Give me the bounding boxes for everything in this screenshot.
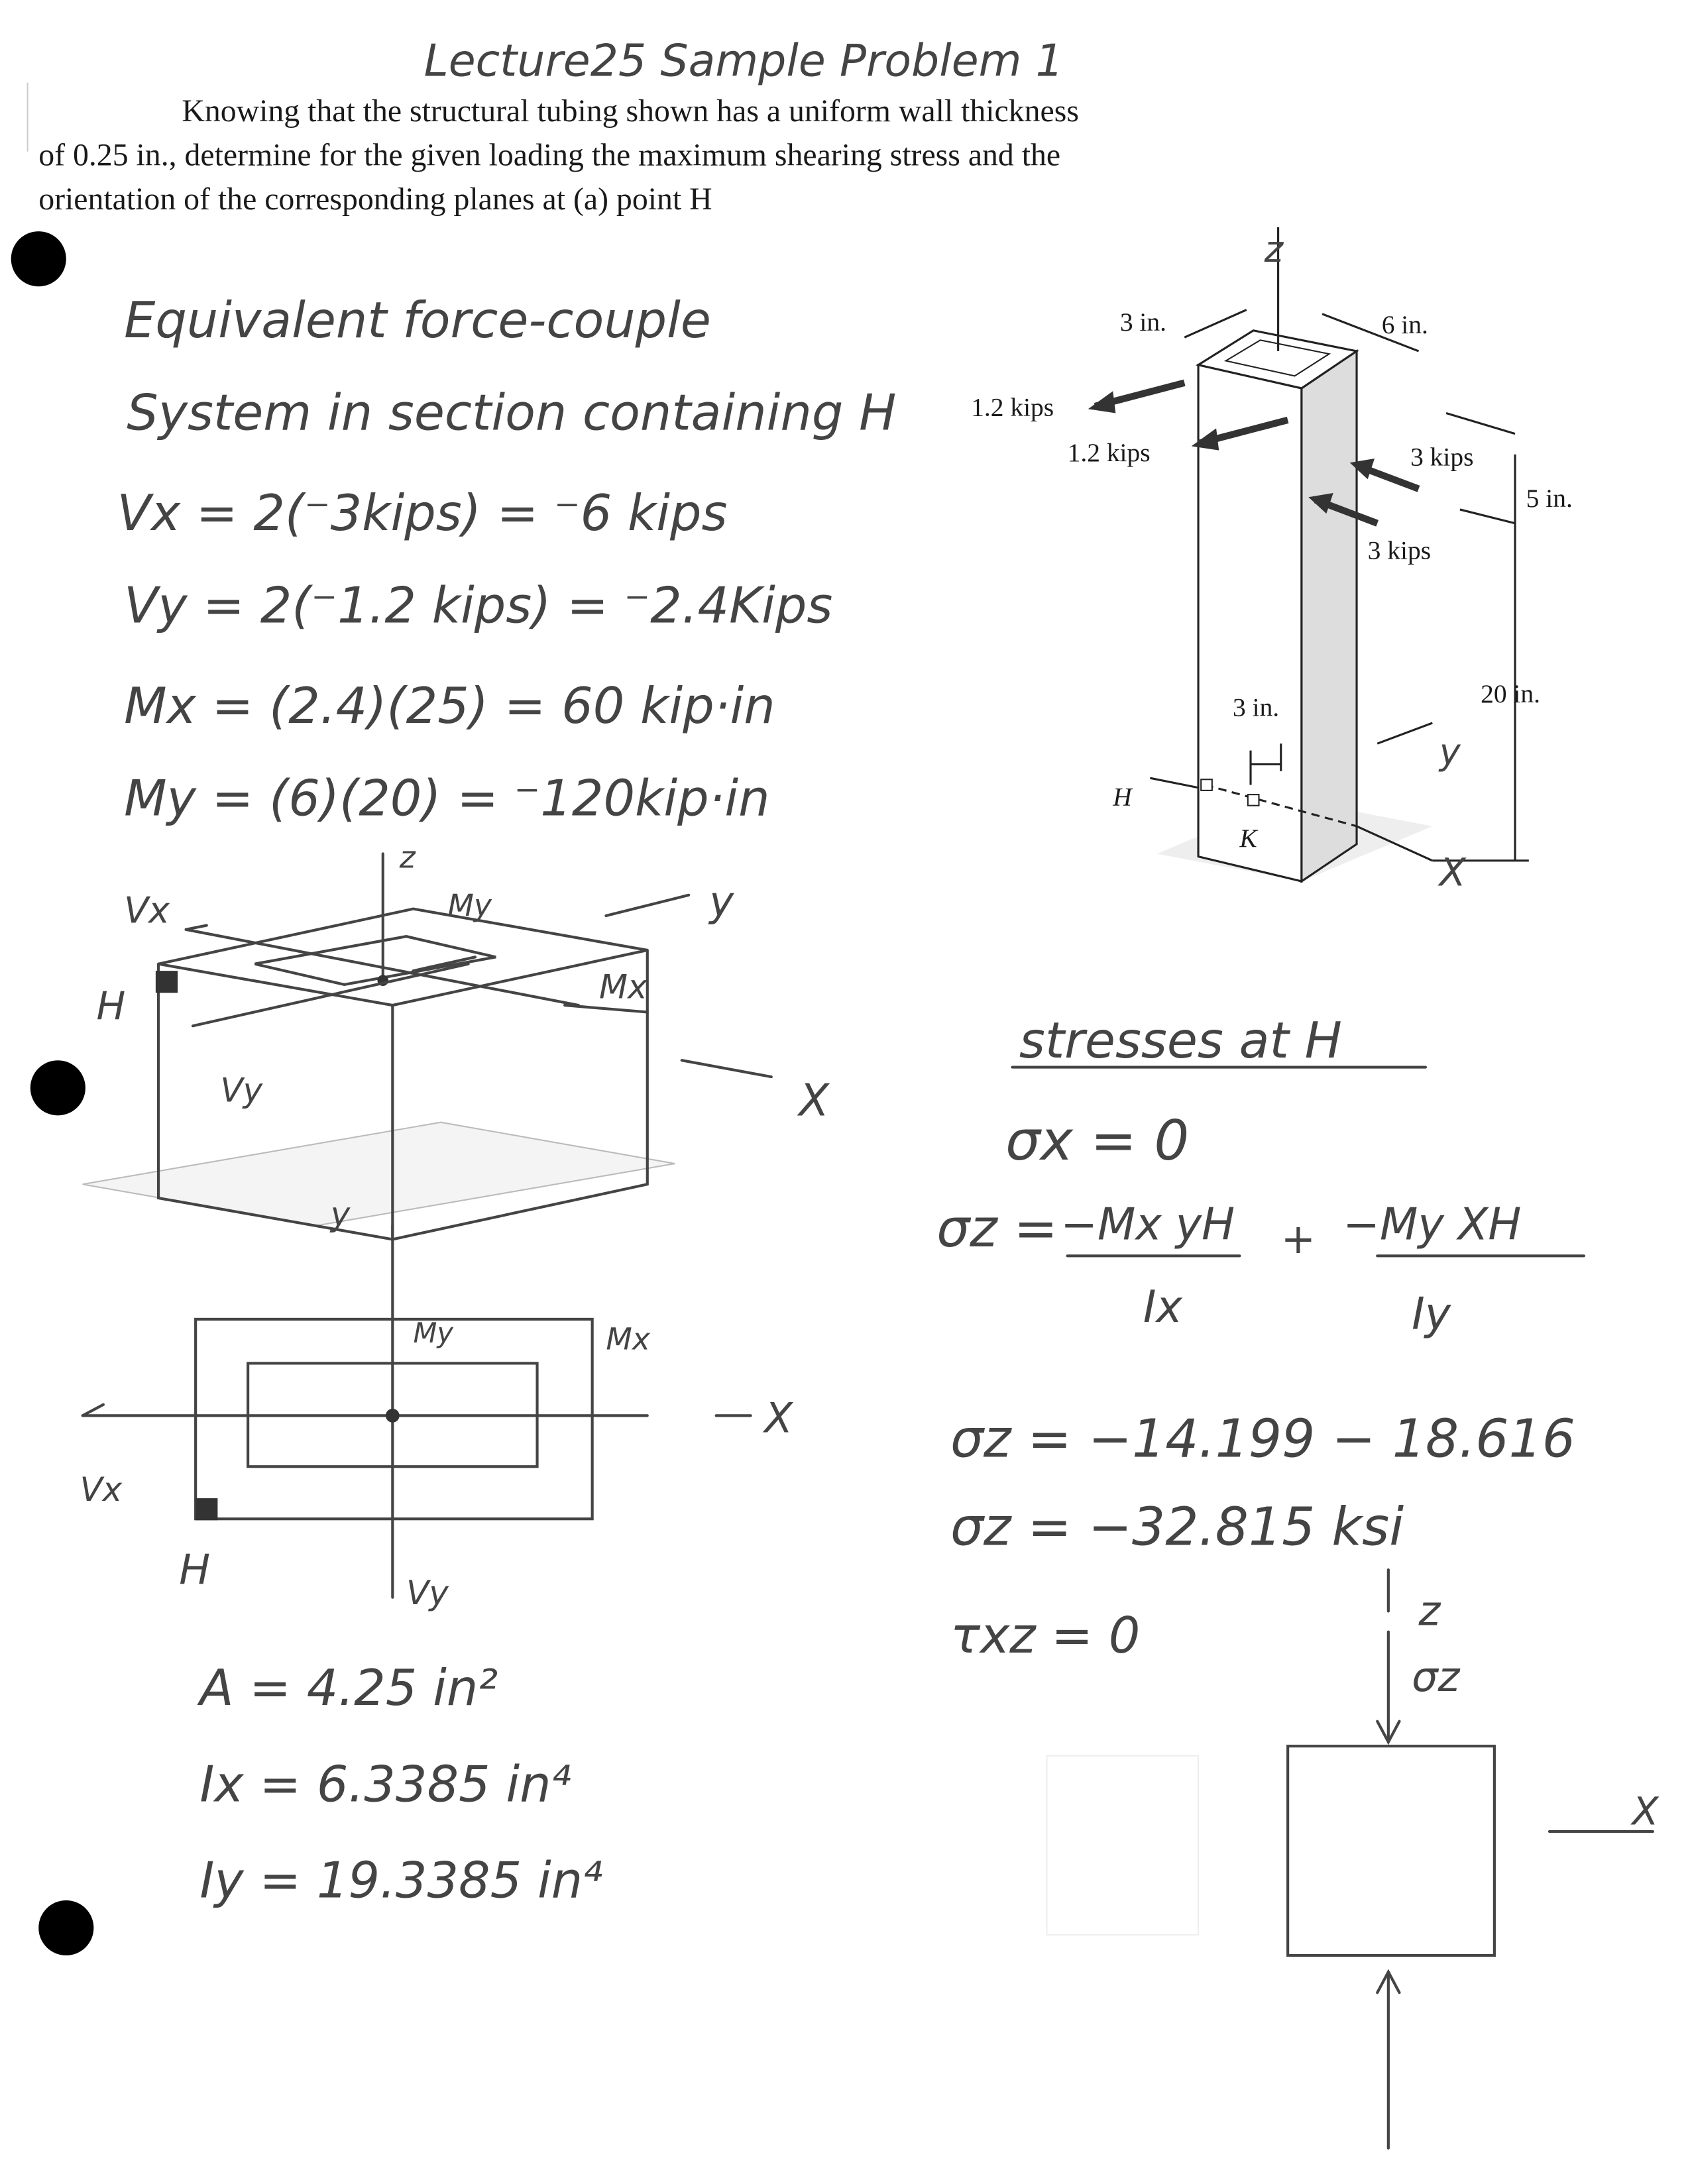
- equation-vx: Vx = 2(⁻3kips) = ⁻6 kips: [117, 484, 728, 542]
- block-label-mx: Mx: [599, 968, 648, 1007]
- section-label-x: X: [762, 1393, 793, 1442]
- sigma-x-equation: σx = 0: [1005, 1109, 1189, 1173]
- problem-line-3: orientation of the corresponding planes …: [38, 182, 712, 217]
- axis-x: X: [1437, 849, 1467, 895]
- page-title: Lecture25 Sample Problem 1: [424, 34, 1064, 86]
- equation-my: My = (6)(20) = ⁻120kip·in: [124, 769, 770, 827]
- block-label-h: H: [97, 983, 126, 1028]
- cross-section-sketch: y My Mx X Vx H Vy: [80, 1195, 794, 1613]
- property-area: A = 4.25 in²: [197, 1659, 498, 1717]
- element-sigma-z: σz: [1412, 1653, 1461, 1701]
- block-label-vy: Vy: [221, 1071, 264, 1110]
- punch-hole: [30, 1060, 85, 1116]
- point-h-label: H: [1112, 783, 1133, 812]
- section-label-h: H: [179, 1545, 210, 1594]
- element-axis-x: X: [1630, 1789, 1660, 1834]
- block-label-z: z: [399, 840, 416, 875]
- block-label-my: My: [447, 888, 492, 923]
- punch-hole: [38, 1900, 94, 1956]
- term1-denominator: Ix: [1143, 1281, 1183, 1333]
- load-1-2-kips-b: 1.2 kips: [1068, 438, 1151, 467]
- property-iy: Iy = 19.3385 in⁴: [199, 1852, 602, 1910]
- stresses-heading: stresses at H: [1019, 1012, 1342, 1069]
- section-label-mx: Mx: [606, 1322, 650, 1357]
- plus-sign: +: [1281, 1215, 1316, 1263]
- dim-5in: 5 in.: [1526, 484, 1573, 513]
- notes-heading-1: Equivalent force-couple: [124, 292, 711, 349]
- load-3-kips-b: 3 kips: [1368, 536, 1431, 565]
- notes-heading-2: System in section containing H: [127, 384, 896, 441]
- sigma-z-result: σz = −32.815 ksi: [950, 1497, 1404, 1558]
- load-1-2-kips-a: 1.2 kips: [971, 393, 1054, 422]
- term2-numerator: −My XH: [1343, 1198, 1521, 1250]
- section-label-y: y: [329, 1195, 351, 1234]
- sigma-z-label: σz =: [936, 1198, 1058, 1259]
- block-label-vx: Vx: [124, 889, 170, 931]
- dim-6in: 6 in.: [1382, 310, 1428, 339]
- term1-numerator: −Mx yH: [1060, 1198, 1235, 1250]
- axis-z: z: [1264, 229, 1284, 270]
- section-label-my: My: [413, 1317, 454, 1349]
- point-k-label: K: [1239, 824, 1259, 853]
- equation-mx: Mx = (2.4)(25) = 60 kip·in: [124, 677, 775, 735]
- problem-line-2: of 0.25 in., determine for the given loa…: [38, 137, 1060, 172]
- tau-xz-equation: τxz = 0: [950, 1607, 1140, 1665]
- element-axis-z: z: [1418, 1586, 1441, 1635]
- term2-denominator: Iy: [1412, 1287, 1452, 1339]
- dim-3in-top: 3 in.: [1120, 307, 1166, 337]
- axis-y: y: [1438, 731, 1461, 773]
- structural-tubing-figure: 3 in. 6 in. z 1.2 kips 1.2 kips 3 kips 5…: [971, 227, 1573, 895]
- property-ix: Ix = 6.3385 in⁴: [199, 1755, 571, 1813]
- section-label-vy: Vy: [406, 1574, 449, 1612]
- section-label-vx: Vx: [80, 1470, 123, 1509]
- dim-3in-side: 3 in.: [1233, 693, 1279, 722]
- punch-hole: [11, 231, 66, 287]
- block-label-y: y: [708, 877, 734, 926]
- force-couple-block-sketch: Vx H z My y Mx Vy X: [82, 840, 830, 1241]
- block-label-x: X: [797, 1074, 830, 1126]
- stress-element-sketch: z σz X: [1046, 1568, 1660, 2150]
- sigma-z-sum: σz = −14.199 − 18.616: [950, 1409, 1575, 1470]
- equation-vy: Vy = 2(⁻1.2 kips) = ⁻2.4Kips: [124, 576, 832, 634]
- problem-line-1: Knowing that the structural tubing shown…: [182, 93, 1079, 129]
- load-3-kips-a: 3 kips: [1410, 442, 1473, 471]
- dim-20in: 20 in.: [1481, 679, 1540, 708]
